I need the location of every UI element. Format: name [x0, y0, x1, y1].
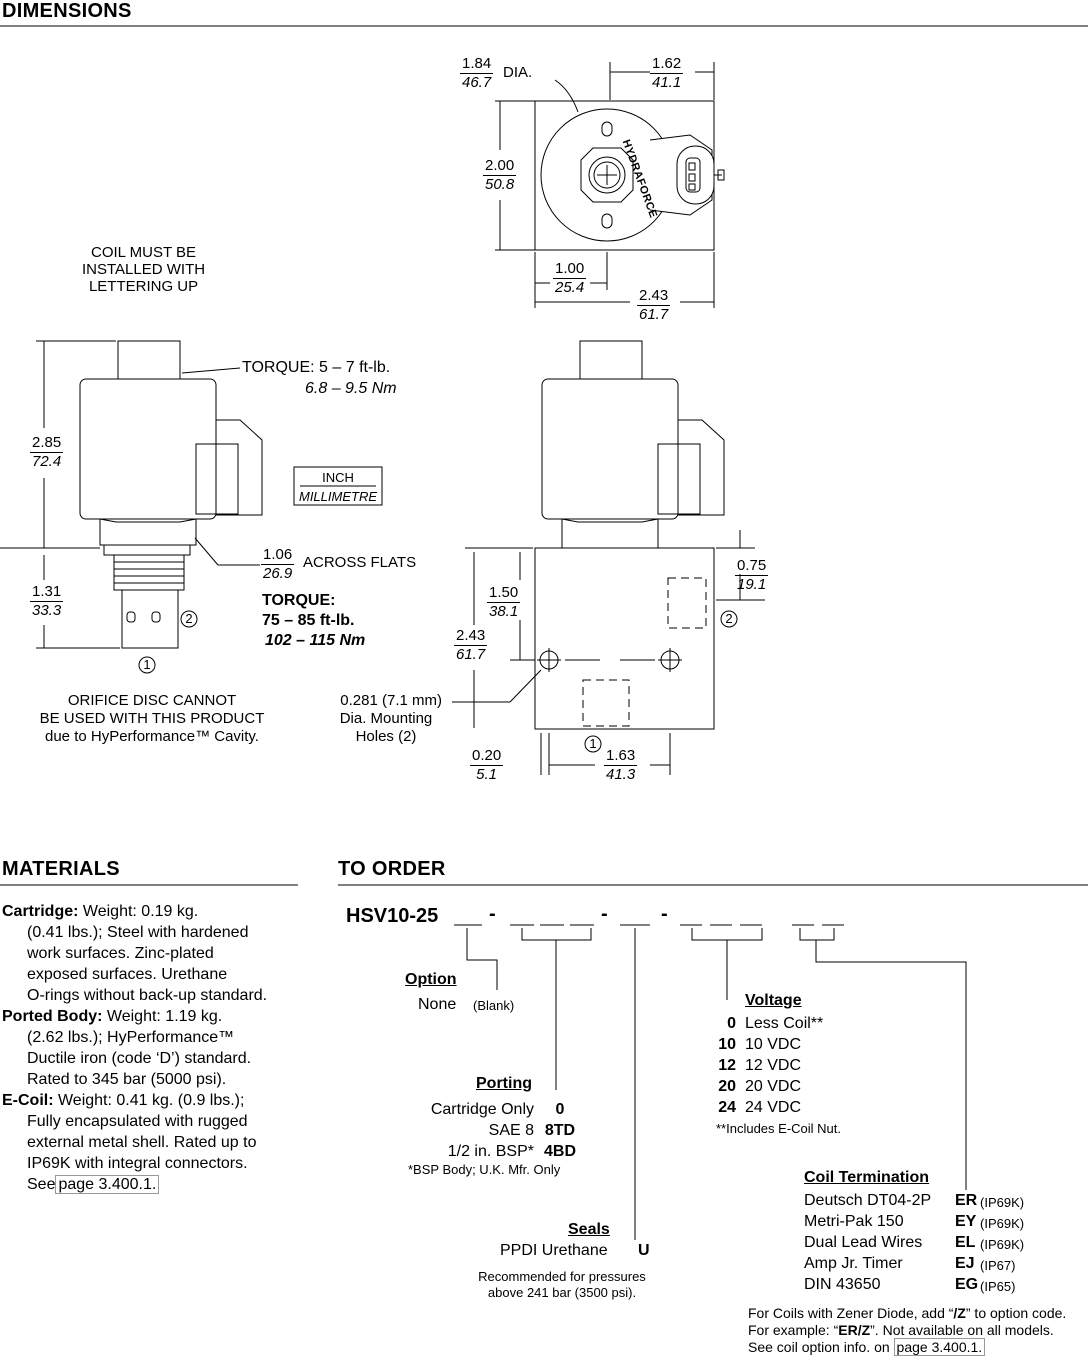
coil-term-names: Deutsch DT04-2P Metri-Pak 150 Dual Lead … — [804, 1192, 932, 1293]
to-order-title: TO ORDER — [338, 858, 446, 880]
seals-code: U — [638, 1242, 650, 1259]
voltage-note: **Includes E-Coil Nut. — [716, 1121, 841, 1136]
porting-names: Cartridge Only SAE 8 1/2 in. BSP* — [430, 1101, 534, 1160]
coil-term-title: Coil Termination — [804, 1169, 930, 1186]
option-none: None — [418, 996, 457, 1013]
torque-body: TORQUE: 75 – 85 ft-lb. 102 – 115 Nm — [262, 592, 366, 649]
voltage-title: Voltage — [745, 992, 802, 1009]
seals-name: PPDI Urethane — [500, 1242, 608, 1259]
seals-title: Seals — [568, 1221, 610, 1238]
units-mm: MILLIMETRE — [298, 489, 377, 504]
dimensions-title: DIMENSIONS — [2, 0, 132, 22]
port-2-right: 2 — [725, 611, 733, 626]
coil-term-ratings: (IP69K) (IP69K) (IP69K) (IP67) (IP65) — [980, 1195, 1025, 1294]
model-code: HSV10-25 — [346, 905, 439, 927]
porting-note: *BSP Body; U.K. Mfr. Only — [408, 1162, 561, 1177]
torque-nut-line2: 6.8 – 9.5 Nm — [305, 380, 397, 397]
materials-page-link[interactable]: page 3.400.1. — [55, 1175, 160, 1194]
materials-list: Cartridge: Weight: 0.19 kg. (0.41 lbs.);… — [2, 901, 298, 1195]
coil-note: COIL MUST BE INSTALLED WITH LETTERING UP — [82, 244, 206, 295]
porting-codes: 0 8TD 4BD — [543, 1101, 576, 1160]
material-ported-body: Ported Body: Weight: 1.19 kg. (2.62 lbs.… — [2, 1008, 252, 1088]
code-dash-2: - — [601, 903, 608, 925]
option-title: Option — [405, 971, 457, 988]
zener-note: For Coils with Zener Diode, add “/Z” to … — [748, 1305, 1067, 1356]
across-flats-label: ACROSS FLATS — [303, 554, 417, 571]
dia-label: DIA. — [503, 64, 533, 81]
porting-title: Porting — [476, 1075, 532, 1092]
seals-note: Recommended for pressures above 241 bar … — [478, 1269, 646, 1300]
material-cartridge: Cartridge: Weight: 0.19 kg. (0.41 lbs.);… — [2, 903, 268, 1004]
torque-nut-line1: TORQUE: 5 – 7 ft-lb. — [242, 359, 391, 376]
coil-term-codes: ER EY EL EJ EG — [955, 1192, 979, 1293]
code-dash-1: - — [489, 903, 496, 925]
voltage-names: Less Coil** 10 VDC 12 VDC 20 VDC 24 VDC — [745, 1015, 824, 1116]
mount-holes-note: 0.281 (7.1 mm) Dia. Mounting Holes (2) — [339, 692, 442, 745]
units-inch: INCH — [322, 470, 354, 485]
code-dash-3: - — [661, 903, 668, 925]
port-1-right: 1 — [589, 736, 597, 751]
material-e-coil: E-Coil: Weight: 0.41 kg. (0.9 lbs.); Ful… — [2, 1092, 257, 1194]
materials-title: MATERIALS — [2, 858, 120, 880]
port-1-left: 1 — [143, 657, 151, 672]
port-2-left: 2 — [185, 611, 193, 626]
zener-page-link[interactable]: page 3.400.1. — [893, 1338, 986, 1356]
option-blank: (Blank) — [473, 998, 515, 1013]
orifice-note: ORIFICE DISC CANNOT BE USED WITH THIS PR… — [39, 692, 265, 745]
voltage-codes: 0 10 12 20 24 — [718, 1015, 736, 1116]
